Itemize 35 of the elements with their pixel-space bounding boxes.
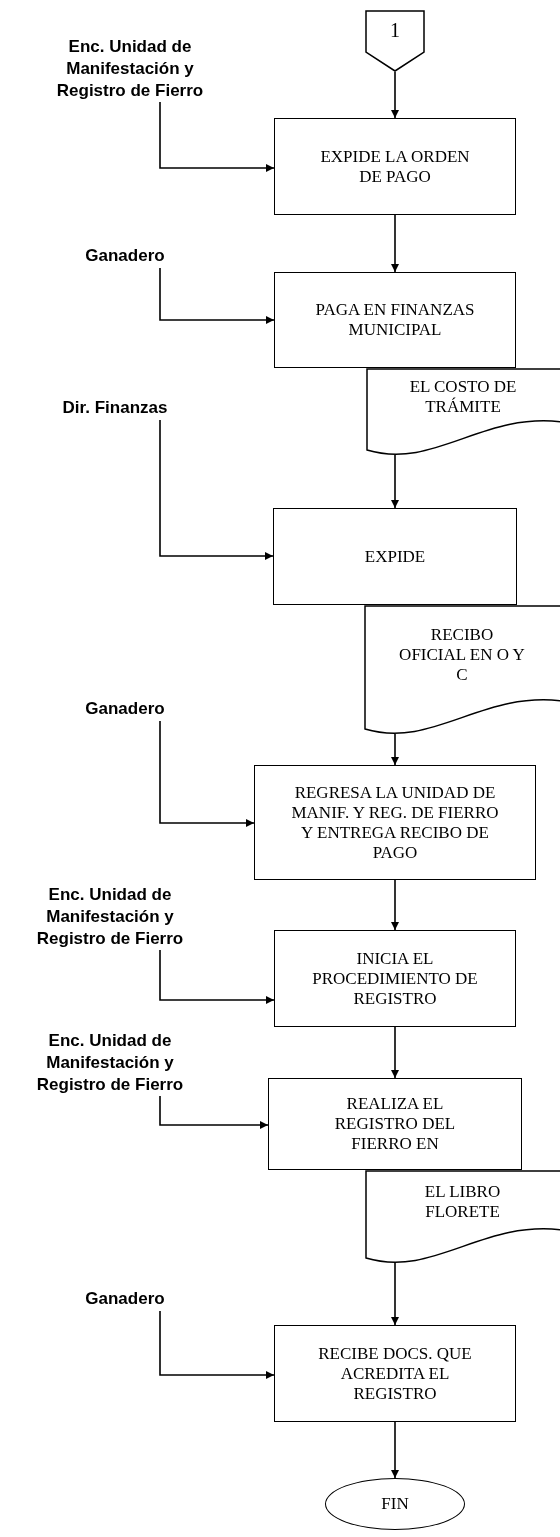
document-text: EL LIBRO FLORETE xyxy=(423,1182,502,1222)
document-text: EL COSTO DE TRÁMITE xyxy=(408,377,518,417)
terminator-ellipse: FIN xyxy=(325,1478,465,1530)
arrow xyxy=(159,419,274,560)
document-text: RECIBO OFICIAL EN O Y C xyxy=(398,625,526,685)
arrow xyxy=(159,720,255,827)
role-label: Enc. Unidad de Manifestación y Registro de Fierro xyxy=(20,1030,200,1096)
role-label: Ganadero xyxy=(75,697,175,721)
process-box: EXPIDE LA ORDEN DE PAGO xyxy=(274,118,516,215)
process-box: REALIZA EL REGISTRO DEL FIERRO EN xyxy=(268,1078,522,1170)
arrow xyxy=(159,267,275,324)
role-label: Ganadero xyxy=(75,1287,175,1311)
arrow xyxy=(159,1310,275,1379)
role-label: Enc. Unidad de Manifestación y Registro de Fierro xyxy=(40,36,220,102)
role-label: Enc. Unidad de Manifestación y Registro de Fierro xyxy=(20,884,200,950)
arrow xyxy=(391,1262,399,1326)
connector-number: 1 xyxy=(390,18,400,42)
process-box: INICIA EL PROCEDIMIENTO DE REGISTRO xyxy=(274,930,516,1027)
process-box: EXPIDE xyxy=(273,508,517,605)
process-box: PAGA EN FINANZAS MUNICIPAL xyxy=(274,272,516,368)
off-page-connector xyxy=(365,10,425,72)
arrow xyxy=(159,101,275,172)
arrow xyxy=(391,71,399,119)
arrow xyxy=(391,1421,399,1479)
arrow xyxy=(391,733,399,766)
arrow xyxy=(159,1095,269,1129)
process-box: REGRESA LA UNIDAD DE MANIF. Y REG. DE FIERRO Y ENTREGA RECIBO DE PAGO xyxy=(254,765,536,880)
arrow xyxy=(391,214,399,273)
arrow xyxy=(391,1026,399,1079)
role-label: Dir. Finanzas xyxy=(40,396,190,420)
process-box: RECIBE DOCS. QUE ACREDITA EL REGISTRO xyxy=(274,1325,516,1422)
arrow xyxy=(159,949,275,1004)
role-label: Ganadero xyxy=(75,244,175,268)
arrow xyxy=(391,879,399,931)
arrow xyxy=(391,454,399,509)
